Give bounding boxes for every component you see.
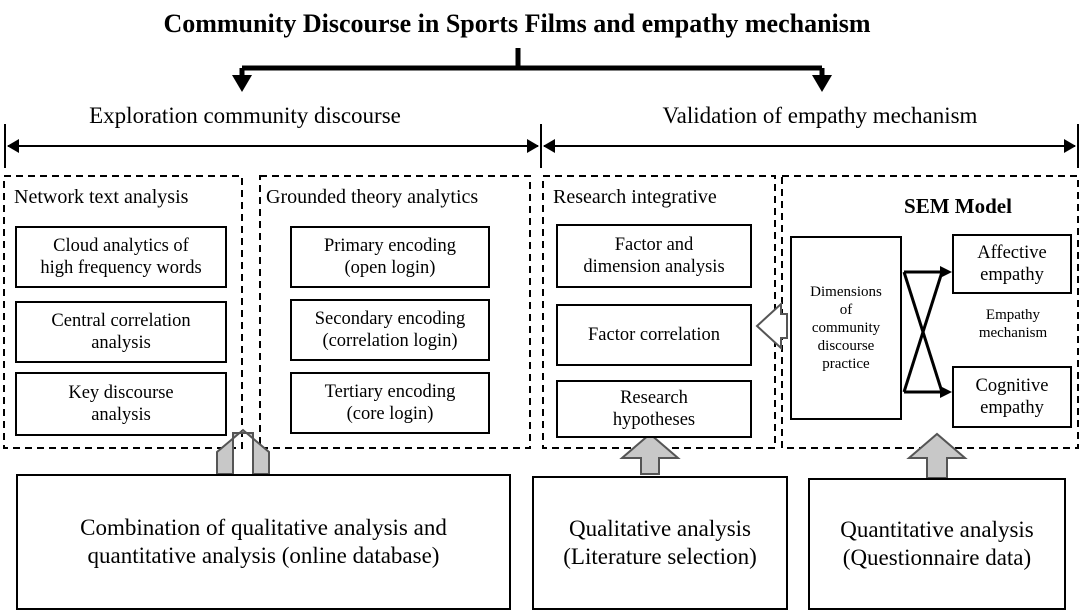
network-dashed-frame: [3, 175, 243, 449]
grounded-item-tertiary: Tertiary encoding (core login): [290, 372, 490, 434]
up-arrow-quantitative: [906, 432, 968, 479]
research-column-label: Research integrative: [553, 186, 717, 208]
section-exploration-label: Exploration community discourse: [89, 103, 401, 129]
research-item-factor-dimension: Factor and dimension analysis: [556, 224, 752, 288]
split-arrowhead-left: [232, 75, 252, 92]
sem-empathy-mechanism-label: Empathy mechanism: [978, 307, 1048, 341]
grounded-item-primary: Primary encoding (open login): [290, 226, 490, 288]
network-column-label: Network text analysis: [14, 186, 189, 208]
sem-affective-empathy-box: Affective empathy: [952, 234, 1072, 294]
grounded-dashed-frame: [259, 175, 531, 449]
source-combination-box: Combination of qualitative analysis and …: [16, 474, 511, 610]
source-quantitative-box: Quantitative analysis (Questionnaire dat…: [808, 478, 1066, 610]
grounded-item-secondary: Secondary encoding (correlation login): [290, 299, 490, 361]
network-item-cloud-analytics: Cloud analytics of high frequency words: [15, 226, 227, 288]
network-item-key-discourse: Key discourse analysis: [15, 372, 227, 436]
sem-to-research-arrow: [755, 301, 788, 351]
sem-cognitive-empathy-box: Cognitive empathy: [952, 366, 1072, 428]
section-validation-label: Validation of empathy mechanism: [662, 103, 978, 129]
source-qualitative-box: Qualitative analysis (Literature selecti…: [532, 476, 788, 610]
split-arrowhead-right: [812, 75, 832, 92]
sem-model-label: SEM Model: [904, 194, 1012, 219]
research-item-hypotheses: Research hypotheses: [556, 380, 752, 438]
sem-dimensions-box: Dimensions of community discourse practi…: [790, 236, 902, 420]
diagram-title: Community Discourse in Sports Films and …: [163, 9, 871, 39]
research-item-factor-correlation: Factor correlation: [556, 304, 752, 366]
grounded-column-label: Grounded theory analytics: [266, 186, 479, 208]
network-item-central-correlation: Central correlation analysis: [15, 301, 227, 363]
up-arrow-qualitative: [619, 432, 681, 475]
